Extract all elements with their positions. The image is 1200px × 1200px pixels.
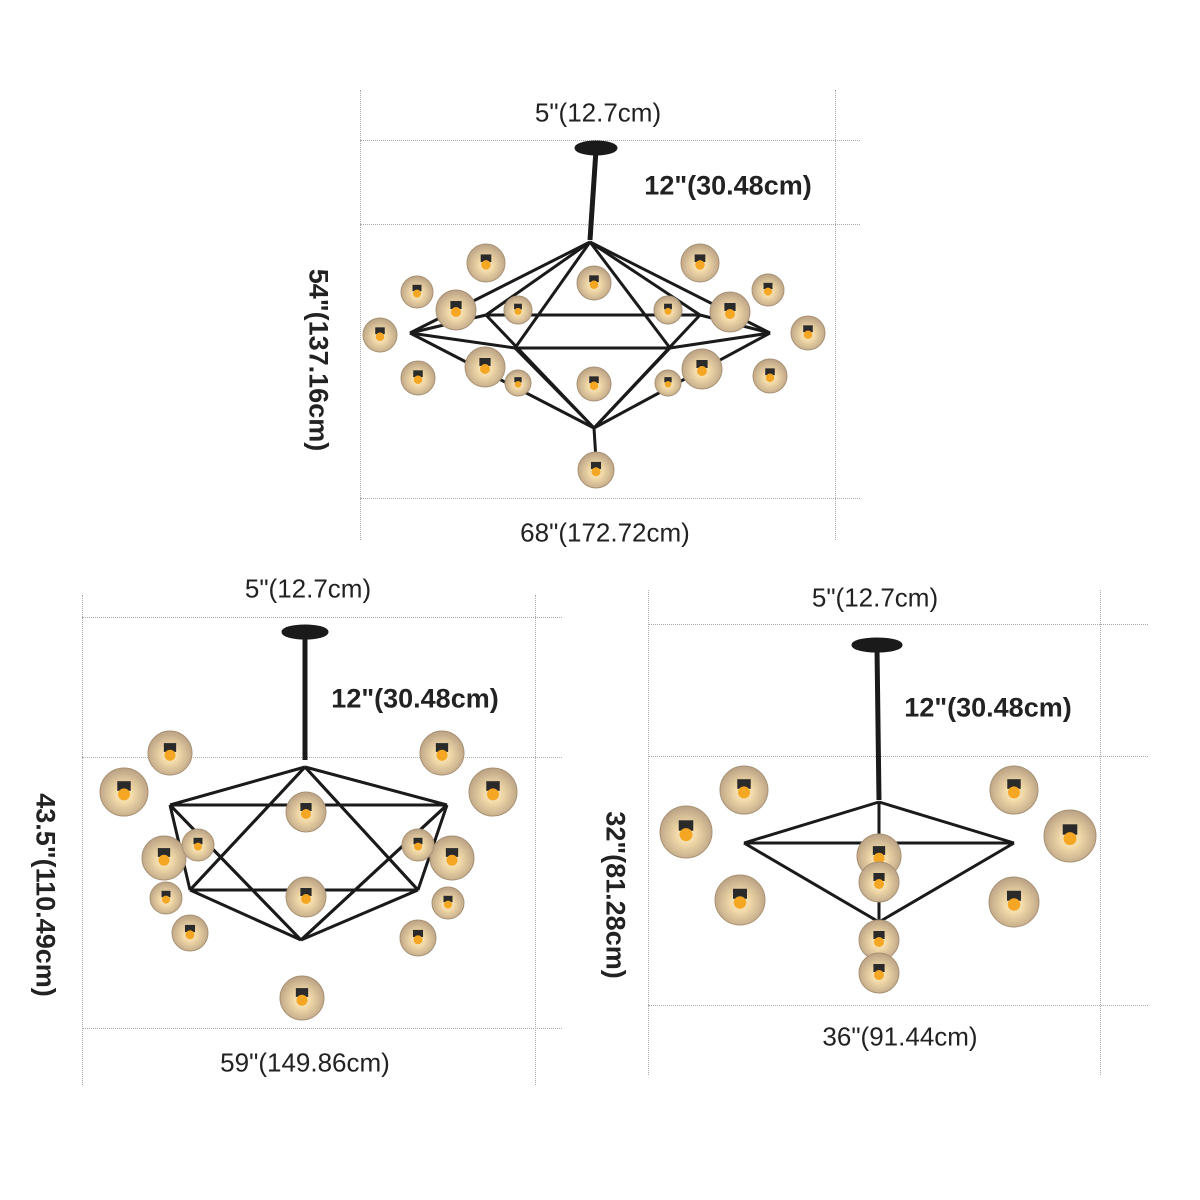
globe-bulb <box>858 861 900 903</box>
globe-bulb <box>141 835 187 881</box>
canopy-width-label: 5"(12.7cm) <box>811 582 939 613</box>
frame-arm <box>485 240 591 317</box>
globe-bulb <box>431 886 465 920</box>
globe-bulb <box>401 828 435 862</box>
frame-arm <box>743 841 880 924</box>
globe-bulb <box>400 360 436 396</box>
globe-bulb <box>468 767 518 817</box>
frame-arm <box>409 331 516 350</box>
frame-arm <box>304 765 448 807</box>
dim-line <box>648 590 649 1075</box>
frame-arm <box>189 888 302 942</box>
dim-line <box>360 224 860 225</box>
globe-bulb <box>751 273 785 307</box>
frame-arm <box>168 803 303 942</box>
frame-arm <box>300 888 419 942</box>
globe-bulb <box>99 767 149 817</box>
globe-bulb <box>435 289 477 331</box>
frame-arm <box>299 803 449 942</box>
frame-arm <box>874 647 882 801</box>
globe-bulb <box>659 805 713 859</box>
globe-bulb <box>362 317 398 353</box>
frame-arm <box>303 765 420 892</box>
globe-bulb <box>709 291 751 333</box>
frame-arm <box>878 800 1015 845</box>
globe-bulb <box>653 295 683 325</box>
globe-bulb <box>719 765 769 815</box>
globe-bulb <box>285 791 327 833</box>
globe-bulb <box>464 346 506 388</box>
frame-arm <box>513 241 592 349</box>
globe-bulb <box>399 919 437 957</box>
globe-bulb <box>400 275 434 309</box>
globe-bulb <box>576 366 612 402</box>
width-label: 36"(91.44cm) <box>822 1021 978 1052</box>
dim-line <box>648 1005 1148 1006</box>
globe-bulb <box>752 358 788 394</box>
frame-arm <box>878 841 1015 924</box>
dim-line <box>835 90 836 540</box>
globe-bulb <box>858 952 900 994</box>
globe-bulb <box>504 369 532 397</box>
dim-line <box>360 90 361 540</box>
frame-arm <box>743 800 880 845</box>
globe-bulb <box>790 315 826 351</box>
frame-arm <box>588 241 672 349</box>
globe-bulb <box>171 914 209 952</box>
canopy-width-label: 5"(12.7cm) <box>534 97 662 128</box>
globe-bulb <box>419 730 465 776</box>
globe-bulb <box>576 265 612 301</box>
frame-arm <box>169 765 306 807</box>
globe-bulb <box>149 881 183 915</box>
globe-bulb <box>285 876 327 918</box>
globe-bulb <box>466 243 506 283</box>
dim-line <box>360 140 860 141</box>
rod-length-label: 12"(30.48cm) <box>331 683 499 714</box>
dim-line <box>648 624 1148 625</box>
globe-bulb <box>989 765 1039 815</box>
frame-arm <box>592 346 672 430</box>
globe-bulb <box>1043 809 1097 863</box>
dim-line <box>360 498 860 499</box>
frame-arm <box>587 149 599 241</box>
dim-line <box>82 757 562 758</box>
frame-arm <box>593 331 771 430</box>
globe-bulb <box>680 243 720 283</box>
globe-bulb <box>147 730 193 776</box>
dim-line <box>1100 590 1101 1075</box>
frame-arm <box>409 331 595 430</box>
frame-arm <box>669 331 771 350</box>
frame-arm <box>188 765 307 892</box>
globe-bulb <box>714 874 766 926</box>
rod-length-label: 12"(30.48cm) <box>644 170 812 201</box>
globe-bulb <box>429 835 475 881</box>
globe-bulb <box>279 975 325 1021</box>
dim-line <box>82 595 83 1085</box>
globe-bulb <box>577 451 615 489</box>
dim-line <box>535 595 536 1085</box>
globe-bulb <box>503 295 533 325</box>
rod-length-label: 12"(30.48cm) <box>904 692 1072 723</box>
width-label: 68"(172.72cm) <box>520 517 690 548</box>
frame-arm <box>513 346 596 430</box>
globe-bulb <box>988 876 1040 928</box>
canopy-width-label: 5"(12.7cm) <box>244 573 372 604</box>
frame-arm <box>589 240 701 317</box>
dim-line <box>648 756 1148 757</box>
globe-bulb <box>181 828 215 862</box>
dim-line <box>82 617 562 618</box>
globe-bulb <box>681 348 723 390</box>
globe-bulb <box>654 369 682 397</box>
dim-line <box>82 1028 562 1029</box>
width-label: 59"(149.86cm) <box>220 1047 390 1078</box>
